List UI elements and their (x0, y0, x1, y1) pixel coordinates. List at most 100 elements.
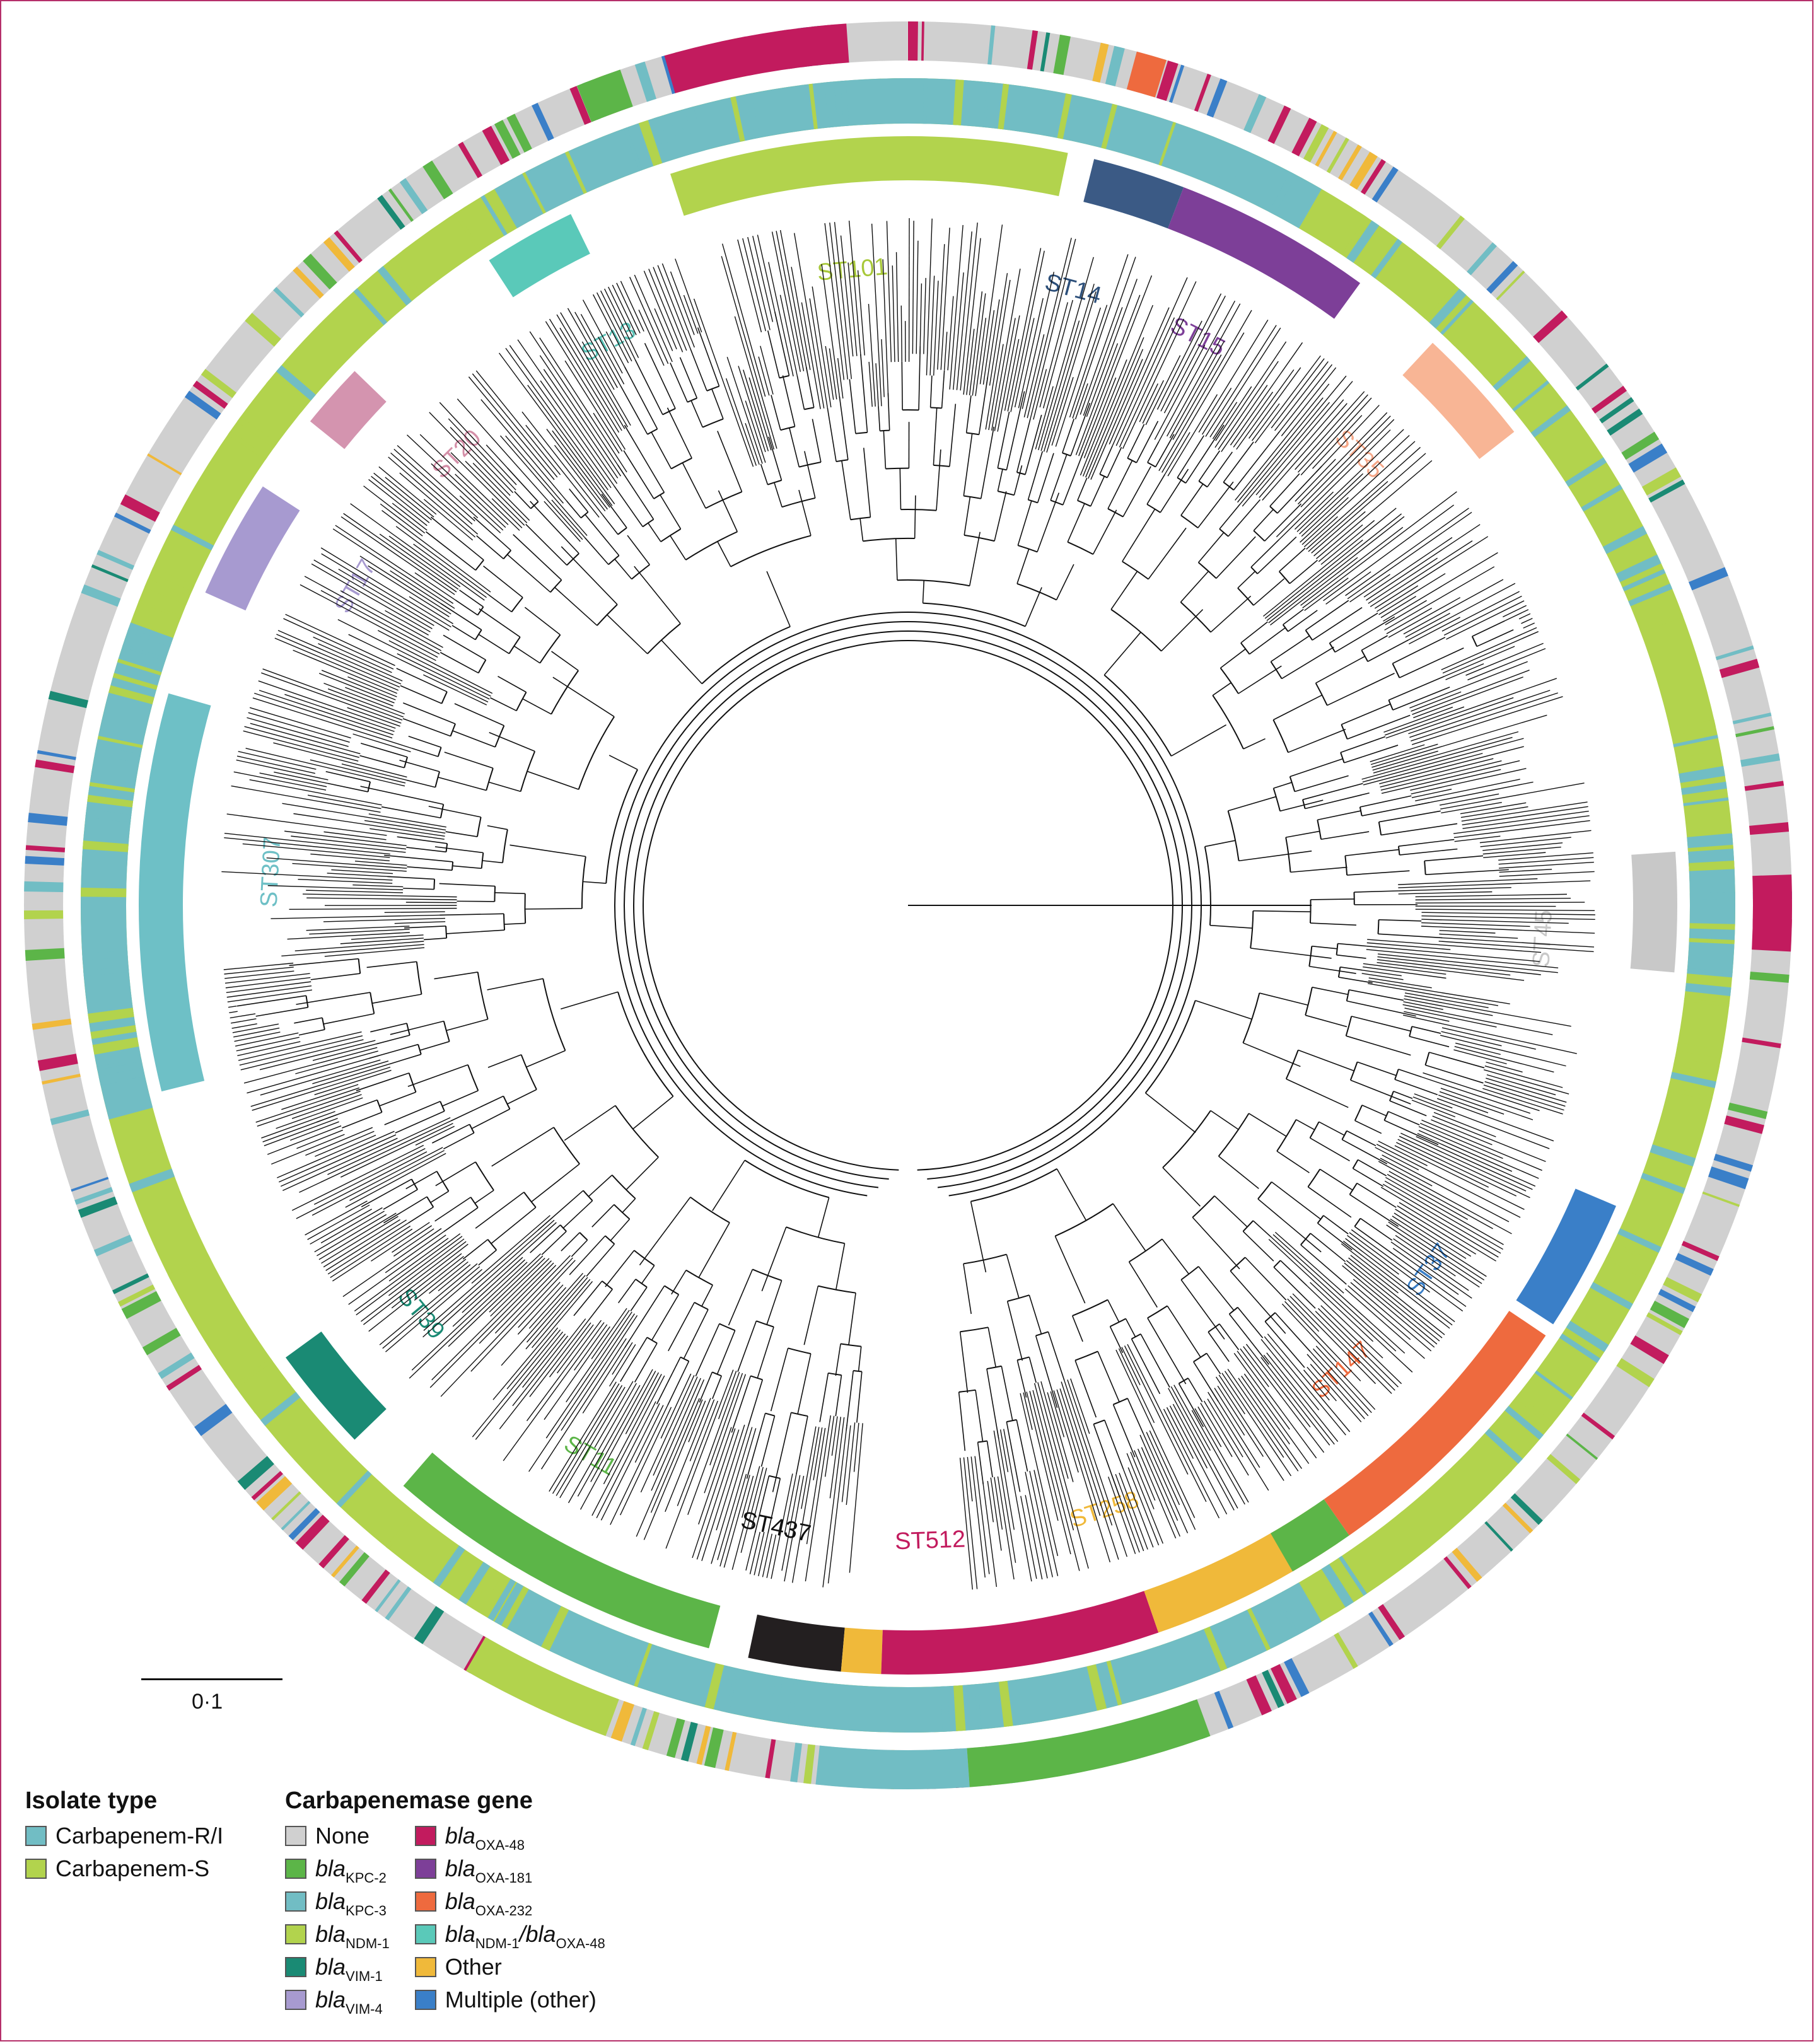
tree-branch (480, 399, 567, 501)
tree-branch (323, 682, 405, 715)
tree-branch (1192, 1217, 1240, 1270)
tree-branch (1439, 793, 1499, 806)
tree-branch (238, 1031, 362, 1061)
tree-branch (311, 1147, 443, 1216)
tree-branch (1243, 1346, 1325, 1453)
tree-branch (1523, 622, 1535, 629)
isolate-stripe (1641, 1173, 1685, 1194)
tree-branch (882, 259, 889, 397)
gene-stripe (385, 1586, 412, 1621)
gene-stripe (388, 188, 414, 222)
tree-branch (560, 312, 629, 427)
gene-stripe (166, 1364, 202, 1391)
gene-stripe (482, 125, 510, 165)
tree-branch (617, 527, 627, 535)
tree-branch (1301, 441, 1416, 545)
tree-branch (1350, 1282, 1432, 1352)
isolate-stripe (1679, 765, 1725, 783)
tree-branch (614, 611, 1202, 1197)
tree-branch (1444, 646, 1515, 677)
tree-branch (1370, 540, 1473, 607)
tree-branch (1037, 1382, 1089, 1569)
tree-branch (975, 1390, 984, 1442)
st-label-st307: ST307 (256, 836, 286, 908)
tree-branch (1001, 1366, 1013, 1421)
tree-branch (624, 424, 665, 493)
tree-branch (1206, 1352, 1221, 1374)
tree-branch (791, 1412, 808, 1417)
tree-branch (1160, 293, 1222, 412)
tree-branch (1266, 513, 1402, 621)
tree-branch (318, 643, 403, 682)
tree-branch (479, 1265, 557, 1344)
tree-branch (856, 1371, 863, 1423)
tree-branch (445, 831, 478, 837)
tree-branch (1388, 1111, 1420, 1125)
tree-branch (1376, 1144, 1521, 1218)
tree-branch (350, 503, 485, 601)
isolate-stripe (1371, 238, 1403, 279)
tree-branch (1282, 624, 1289, 632)
tree-branch (1130, 1451, 1155, 1510)
tree-branch (1421, 1119, 1542, 1171)
isolate-stripe (1673, 735, 1718, 748)
legend-swatch (414, 1859, 436, 1879)
tree-branch (540, 380, 615, 486)
tree-branch (348, 1234, 446, 1305)
tree-branch (225, 977, 311, 989)
tree-branch (1453, 820, 1590, 839)
tree-branch (388, 456, 479, 535)
tree-branch (626, 1156, 659, 1190)
tree-branch (1362, 970, 1402, 977)
tree-branch (1482, 842, 1563, 851)
tree-branch (1067, 1379, 1127, 1557)
tree-branch (551, 499, 585, 538)
tree-branch (668, 1302, 695, 1352)
tree-branch (959, 1332, 969, 1393)
tree-branch (546, 429, 608, 510)
tree-branch (1086, 279, 1138, 417)
tree-branch (304, 576, 442, 651)
tree-branch (1168, 1388, 1235, 1511)
tree-branch (342, 1228, 442, 1298)
tree-branch (822, 1417, 845, 1588)
tree-branch (1077, 477, 1088, 501)
isolate-stripe (1685, 983, 1732, 997)
tree-branch (235, 1032, 299, 1047)
isolate-stripe (1566, 1320, 1609, 1352)
tree-branch (544, 1326, 610, 1420)
tree-branch (1253, 509, 1274, 531)
tree-branch (719, 1473, 747, 1567)
legend-label: blaOXA-48 (445, 1823, 525, 1853)
tree-branch (526, 1050, 566, 1068)
tree-branch (250, 723, 361, 755)
tree-branch (472, 1329, 561, 1437)
tree-branch (1305, 792, 1370, 810)
tree-branch (779, 375, 789, 379)
tree-branch (967, 1456, 973, 1502)
gene-stripe (281, 1501, 311, 1531)
tree-branch (1412, 696, 1563, 745)
tree-branch (429, 412, 511, 496)
tree-branch (289, 907, 457, 910)
isolate-stripe (471, 1569, 503, 1613)
tree-branch (277, 630, 402, 685)
tree-branch (1197, 562, 1217, 579)
tree-branch (796, 1415, 808, 1475)
tree-branch (819, 1373, 829, 1422)
tree-branch (757, 235, 777, 322)
isolate-stripe (353, 288, 388, 325)
tree-branch (1380, 760, 1502, 791)
tree-branch (1111, 1475, 1140, 1553)
tree-branch (1217, 1385, 1264, 1457)
gene-stripe (1749, 822, 1790, 835)
tree-branch (695, 1323, 720, 1377)
tree-branch (1398, 886, 1511, 891)
tree-branch (1378, 810, 1441, 823)
tree-branch (330, 1226, 411, 1279)
tree-branch (754, 1531, 765, 1576)
tree-branch (999, 1429, 1009, 1473)
isolate-stripe (1493, 356, 1531, 391)
isolate-stripe (1231, 1614, 1257, 1659)
tree-branch (1345, 1238, 1455, 1323)
